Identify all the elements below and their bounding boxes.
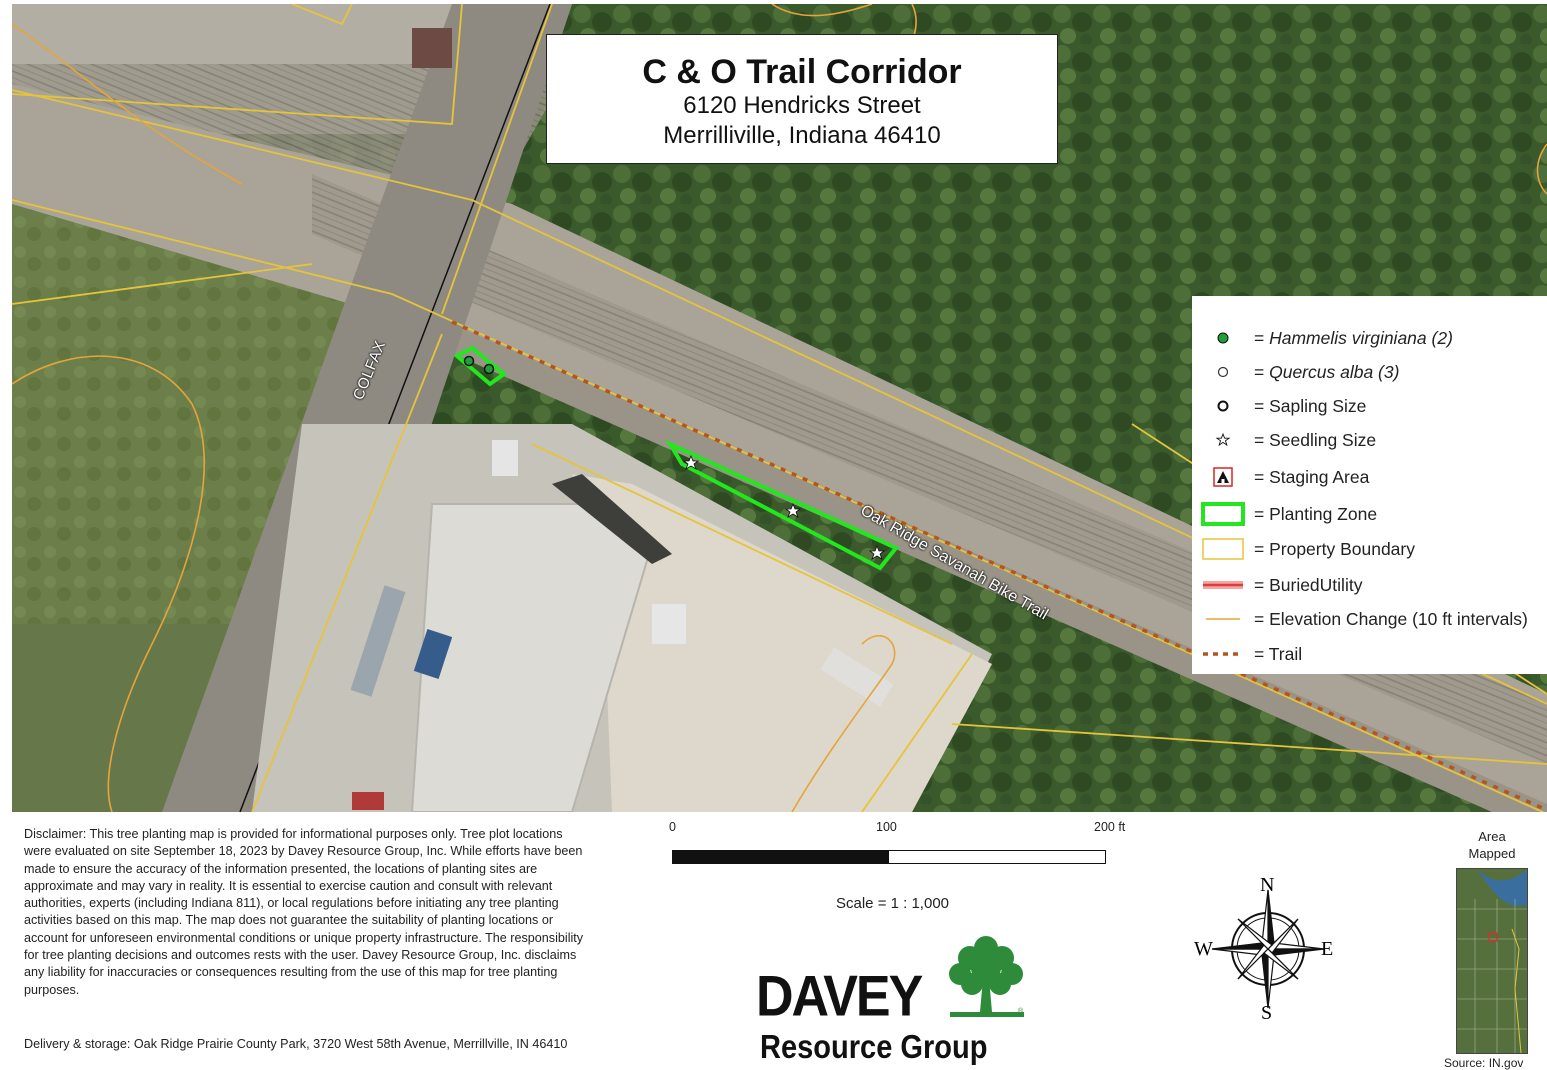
address-line-1: 6120 Hendricks Street [683,92,921,119]
inset-thumbnail [1456,868,1528,1054]
legend-row-planting: = Planting Zone [1192,499,1547,529]
compass-west: W [1194,938,1213,960]
legend-row-elevation: = Elevation Change (10 ft intervals) [1192,604,1547,634]
planting-zone-1[interactable] [453,345,508,387]
seedling-marker[interactable] [784,502,802,518]
green-dot-icon [1217,332,1229,344]
legend-label-quercus: Quercus alba (3) [1269,362,1400,382]
legend-label-sapling: = Sapling Size [1254,396,1367,416]
trail-line [451,320,1547,812]
hammelis-tree-marker[interactable] [483,363,495,375]
trail-dots-icon [1203,652,1243,656]
registered-mark: ® [1018,1008,1024,1015]
inset-location-marker [1488,932,1498,942]
truck [820,647,894,707]
seedling-marker[interactable] [868,544,886,560]
area-mapped-inset: Area Mapped Source: IN.gov [1440,828,1544,1070]
scale-bar-graphic [672,850,1106,864]
delivery-text: Delivery & storage: Oak Ridge Prairie Co… [24,1037,568,1051]
legend-label-staging: = Staging Area [1254,467,1370,487]
compass-rose-icon [1211,889,1325,1009]
legend-label-property: = Property Boundary [1254,539,1415,559]
davey-logo: DAVEY ® Resource Group [756,934,1046,1068]
car [412,28,452,68]
legend-prefix: = [1254,328,1270,348]
white-dot-icon [1217,366,1229,378]
planting-zone-icon [1201,502,1245,526]
inset-source: Source: IN.gov [1444,1056,1524,1070]
truck [492,440,518,476]
legend-row-quercus: = Quercus alba (3) [1192,357,1547,387]
building-shadow [552,474,672,564]
legend-row-property: = Property Boundary [1192,534,1547,564]
lot-pavement [572,474,992,812]
legend-row-hammelis: = Hammelis virginiana (2) [1192,323,1547,353]
disclaimer-text: Disclaimer: This tree planting map is pr… [24,827,584,997]
compass-east: E [1321,938,1334,960]
legend-row-trail: = Trail [1192,639,1547,669]
map-title-box: C & O Trail Corridor 6120 Hendricks Stre… [546,34,1058,164]
legend-row-staging: = Staging Area [1192,462,1547,492]
logo-brand: DAVEY [756,965,923,1029]
colfax-road [162,4,572,812]
inset-label-1: Area [1478,829,1506,844]
ring-icon [1217,400,1229,412]
property-boundary-icon [1202,538,1244,560]
scale-bar: 0 100 200 ft [660,818,1130,928]
legend-label-seedling: = Seedling Size [1254,430,1377,450]
scale-bar-fill [673,851,889,863]
hammelis-tree-marker[interactable] [463,355,475,367]
legend-row-utility: = BuriedUtility [1192,570,1547,600]
map-title: C & O Trail Corridor [642,53,962,91]
elevation-line-icon [1206,618,1240,620]
legend-prefix: = [1254,362,1270,382]
map-legend: = Hammelis virginiana (2) = Quercus alba… [1192,296,1547,674]
car [352,792,384,810]
legend-label-elevation: = Elevation Change (10 ft intervals) [1254,609,1528,629]
scale-tick-100: 100 [876,820,897,834]
legend-label-utility: = BuriedUtility [1254,575,1363,595]
buried-utility-icon [1203,581,1243,589]
truck [413,629,453,679]
planting-zone-2[interactable] [664,439,900,571]
legend-label-trail: = Trail [1254,644,1303,664]
legend-row-sapling: = Sapling Size [1192,391,1547,421]
staging-area-icon [1213,467,1233,487]
legend-label-planting: = Planting Zone [1254,504,1378,524]
logo-subtitle: Resource Group [760,1028,988,1065]
scale-tick-200: 200 ft [1094,820,1126,834]
address-line-2: Merrilliville, Indiana 46410 [663,122,941,149]
seedling-marker[interactable] [682,454,700,470]
tree-logo-icon [949,936,1024,1017]
legend-label-hammelis: Hammelis virginiana (2) [1269,328,1453,348]
truck [652,604,686,644]
inset-map-graphic [1457,869,1527,1053]
inset-label-2: Mapped [1468,846,1516,861]
property-boundaries [12,4,1547,812]
truck [350,585,406,697]
star-icon [1215,432,1231,447]
legend-row-seedling: = Seedling Size [1192,425,1547,455]
scale-ratio: Scale = 1 : 1,000 [836,895,949,912]
compass-south: S [1261,1002,1273,1024]
compass-north: N [1260,874,1275,896]
elevation-contours [12,4,1547,812]
scale-tick-0: 0 [669,820,676,834]
north-arrow: N S E W [1190,872,1340,1024]
